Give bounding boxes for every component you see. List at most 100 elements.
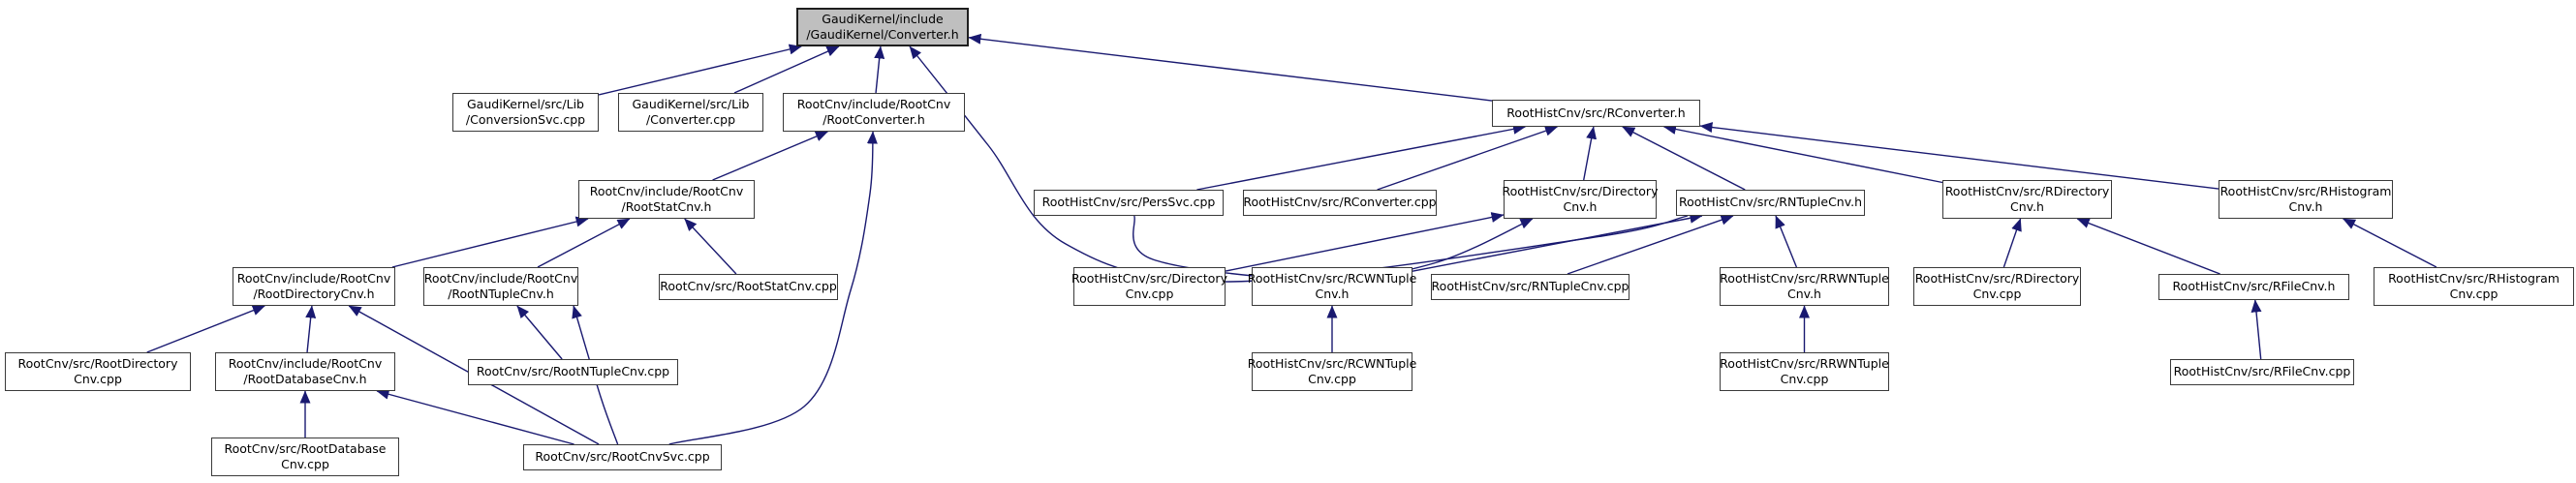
- node-label-line: /RootDirectoryCnv.h: [253, 287, 375, 301]
- include-edge-n25-n14: [516, 305, 563, 360]
- node-label-line: RootHistCnv/src/RConverter.cpp: [1243, 195, 1437, 210]
- node-label-line: RootHistCnv/src/RRWNTuple: [1720, 355, 1889, 371]
- include-edge-n24-n13: [305, 305, 317, 353]
- include-edge-n23-n13: [146, 305, 265, 353]
- node-label-line: RootHistCnv/src/Directory: [1502, 183, 1659, 198]
- node-label-line: Cnv.cpp: [1308, 372, 1356, 386]
- graph-node-n7[interactable]: RootHistCnv/src/PersSvc.cpp: [1034, 190, 1224, 216]
- node-label-line: /RootDatabaseCnv.h: [243, 372, 367, 386]
- include-edge-n9-n5: [1583, 126, 1598, 181]
- node-label-line: Cnv.h: [2010, 199, 2044, 214]
- include-edge-n5-n1: [968, 33, 1493, 102]
- graph-node-n28[interactable]: RootHistCnv/src/RFileCnv.cpp: [2170, 359, 2354, 385]
- node-label-line: /Converter.cpp: [645, 112, 736, 127]
- node-label-line: /GaudiKernel/Converter.h: [806, 27, 959, 42]
- graph-node-n14[interactable]: RootCnv/include/RootCnv/RootNTupleCnv.h: [423, 267, 578, 306]
- graph-node-n15[interactable]: RootCnv/src/RootStatCnv.cpp: [659, 274, 838, 300]
- node-label-line: Cnv.cpp: [2449, 287, 2498, 301]
- node-label-line: RootCnv/src/RootCnvSvc.cpp: [535, 449, 710, 465]
- node-label-line: RootCnv/src/RootNTupleCnv.cpp: [476, 364, 670, 379]
- node-label-line: Cnv.h: [1563, 199, 1598, 214]
- include-edge-n30-n24: [376, 388, 574, 445]
- node-label-line: /RootNTupleCnv.h: [448, 287, 554, 301]
- node-label-line: Cnv.cpp: [1125, 287, 1174, 301]
- graph-node-n5[interactable]: RootHistCnv/src/RConverter.h: [1492, 100, 1700, 127]
- graph-node-n3[interactable]: GaudiKernel/src/Lib/Converter.cpp: [618, 93, 763, 132]
- node-label-line: RootHistCnv/src/RCWNTuple: [1247, 270, 1417, 286]
- node-label-line: RootHistCnv/src/RCWNTuple: [1247, 355, 1417, 371]
- graph-node-n13[interactable]: RootCnv/include/RootCnv/RootDirectoryCnv…: [233, 267, 395, 306]
- include-edge-n10-n1: [909, 45, 1689, 283]
- node-label-line: /RootConverter.h: [822, 112, 925, 127]
- include-edge-n3-n1: [733, 45, 840, 94]
- include-edge-n21-n11: [2076, 218, 2220, 275]
- include-edge-n18-n10: [1567, 214, 1734, 275]
- node-label-line: RootHistCnv/src/RDirectory: [1944, 183, 2110, 198]
- node-label-line: RootCnv/include/RootCnv: [423, 270, 578, 286]
- node-label-line: Cnv.cpp: [74, 372, 122, 386]
- node-label-line: RootHistCnv/src/RFileCnv.cpp: [2173, 364, 2351, 379]
- include-edge-n15-n6: [684, 218, 737, 275]
- graph-node-n2[interactable]: GaudiKernel/src/Lib/ConversionSvc.cpp: [452, 93, 599, 132]
- node-label-line: RootHistCnv/src/RNTupleCnv.cpp: [1431, 279, 1629, 294]
- node-label-line: Cnv.cpp: [281, 457, 329, 471]
- include-edge-n11-n5: [1663, 124, 1943, 184]
- include-edge-n17-n10: [1412, 212, 1703, 272]
- node-label-line: GaudiKernel/src/Lib: [632, 96, 750, 111]
- node-label-line: RootHistCnv/src/RHistogram: [2388, 270, 2560, 286]
- node-label-line: RootCnv/src/RootDirectory: [17, 355, 178, 371]
- graph-node-n4[interactable]: RootCnv/include/RootCnv/RootConverter.h: [783, 93, 965, 132]
- graph-node-n10[interactable]: RootHistCnv/src/RNTupleCnv.h: [1676, 190, 1865, 216]
- include-edge-n19-n10: [1775, 215, 1798, 268]
- graph-node-n18[interactable]: RootHistCnv/src/RNTupleCnv.cpp: [1431, 274, 1629, 300]
- include-edge-n6-n4: [712, 131, 828, 181]
- graph-node-n8[interactable]: RootHistCnv/src/RConverter.cpp: [1243, 190, 1437, 216]
- node-label-line: RootHistCnv/src/RConverter.h: [1506, 105, 1686, 120]
- node-label-line: RootCnv/include/RootCnv: [228, 355, 383, 371]
- graph-node-n6[interactable]: RootCnv/include/RootCnv/RootStatCnv.h: [578, 180, 755, 219]
- include-edge-n22-n12: [2343, 218, 2437, 268]
- node-label-line: RootCnv/src/RootStatCnv.cpp: [660, 279, 837, 294]
- node-label-line: RootHistCnv/src/RNTupleCnv.h: [1678, 195, 1863, 210]
- include-edge-n16-n9: [1225, 212, 1505, 272]
- node-label-line: /RootStatCnv.h: [621, 199, 712, 214]
- node-label-line: RootHistCnv/src/RRWNTuple: [1720, 270, 1889, 286]
- include-edge-n28-n21: [2250, 299, 2262, 360]
- node-label-line: RootHistCnv/src/RDirectory: [1914, 270, 2080, 286]
- node-label-line: RootCnv/include/RootCnv: [589, 183, 744, 198]
- node-label-line: RootHistCnv/src/Directory: [1071, 270, 1227, 286]
- node-label-line: RootHistCnv/src/PersSvc.cpp: [1041, 195, 1216, 210]
- graph-node-n30[interactable]: RootCnv/src/RootCnvSvc.cpp: [523, 444, 722, 470]
- include-edge-n14-n6: [537, 218, 631, 268]
- node-label-line: Cnv.cpp: [1780, 372, 1829, 386]
- node-label-line: GaudiKernel/include: [822, 11, 944, 26]
- graph-node-n25[interactable]: RootCnv/src/RootNTupleCnv.cpp: [468, 359, 678, 385]
- node-label-line: RootCnv/include/RootCnv: [236, 270, 391, 286]
- include-edge-n20-n11: [2002, 218, 2022, 268]
- node-label-line: Cnv.h: [1315, 287, 1350, 301]
- node-label-line: /ConversionSvc.cpp: [465, 112, 586, 127]
- graph-node-n1[interactable]: GaudiKernel/include/GaudiKernel/Converte…: [796, 8, 969, 46]
- node-label-line: RootHistCnv/src/RHistogram: [2219, 183, 2392, 198]
- node-label-line: Cnv.h: [2288, 199, 2323, 214]
- graph-node-n24[interactable]: RootCnv/include/RootCnv/RootDatabaseCnv.…: [215, 352, 395, 391]
- node-label-line: RootHistCnv/src/RFileCnv.h: [2172, 279, 2336, 294]
- include-edge-n13-n6: [391, 216, 589, 268]
- include-edge-n2-n1: [598, 44, 802, 96]
- node-label-line: Cnv.cpp: [1972, 287, 2022, 301]
- graph-node-n21[interactable]: RootHistCnv/src/RFileCnv.h: [2158, 274, 2349, 300]
